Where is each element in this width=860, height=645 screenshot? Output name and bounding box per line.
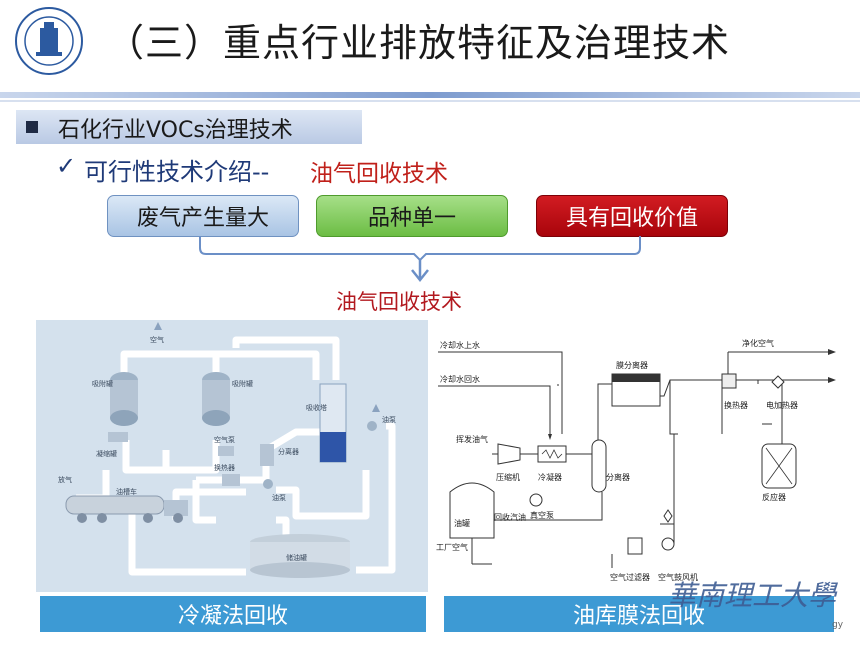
label-factory-air: 工厂空气 — [436, 542, 468, 552]
university-watermark: 華南理工大學 — [668, 579, 837, 612]
label-cool-in: 冷却水上水 — [440, 340, 480, 350]
label-storage: 储油罐 — [286, 553, 307, 562]
section-bar — [16, 110, 362, 144]
membrane-diagram: 冷却水上水 冷却水回水 膜分离器 净化空气 挥发油气 压缩机 冷凝器 分离器 换… — [432, 324, 848, 592]
section-label: 石化行业VOCs治理技术 — [58, 118, 293, 143]
label-heater: 电加热器 — [766, 400, 798, 410]
label-oil-pump: 油泵 — [272, 493, 286, 502]
label-vapor: 挥发油气 — [456, 434, 488, 444]
label-membrane: 膜分离器 — [616, 360, 648, 370]
label-tanker: 油槽车 — [116, 487, 137, 496]
label-release: 放气 — [58, 475, 72, 484]
label-air-pump: 空气泵 — [214, 435, 235, 444]
label-cooler: 冷凝器 — [538, 472, 562, 482]
label-vacuum-pump: 真空泵 — [530, 510, 554, 520]
label-separator-r: 分离器 — [606, 472, 630, 482]
label-heat-exchanger: 换热器 — [724, 400, 748, 410]
subheading-label: 可行性技术介绍-- — [84, 158, 270, 186]
label-adsorber2: 吸附罐 — [232, 379, 253, 388]
membrane-diagram-graphic: 冷却水上水 冷却水回水 膜分离器 净化空气 挥发油气 压缩机 冷凝器 分离器 换… — [436, 338, 836, 582]
checkmark-icon: ✓ — [56, 152, 77, 180]
label-oil: 油泵 — [382, 415, 396, 424]
label-cool-out: 冷却水回水 — [440, 374, 480, 384]
label-tank: 油罐 — [454, 518, 470, 528]
header-divider — [0, 92, 860, 98]
label-clean-air: 净化空气 — [742, 338, 774, 348]
caption-membrane: 油库膜法回收 — [444, 596, 834, 632]
condensation-diagram-graphic: 空气 吸附罐 吸附罐 凝缩罐 空气泵 换热器 分离器 油泵 吸收塔 油泵 油槽车… — [58, 322, 396, 578]
subheading-highlight: 油气回收技术 — [310, 161, 448, 187]
page-title: （三）重点行业排放特征及治理技术 — [106, 21, 731, 65]
condensation-diagram: 空气 吸附罐 吸附罐 凝缩罐 空气泵 换热器 分离器 油泵 吸收塔 油泵 油槽车… — [36, 320, 428, 592]
feature-box-large-volume: 废气产生量大 — [107, 195, 299, 237]
result-label: 油气回收技术 — [336, 290, 462, 314]
watermark-tail: gy — [832, 620, 844, 630]
label-separator: 分离器 — [278, 447, 299, 456]
label-adsorber1: 吸附罐 — [92, 379, 113, 388]
merge-arrow-icon — [199, 236, 641, 283]
label-return-oil: 回收汽油 — [494, 512, 526, 522]
caption-condensation: 冷凝法回收 — [40, 596, 426, 632]
label-blower: 空气鼓风机 — [658, 572, 698, 582]
label-compressor: 压缩机 — [496, 472, 520, 482]
label-reactor: 反应器 — [762, 492, 786, 502]
label-absorber: 吸收塔 — [306, 403, 327, 412]
label-exchanger: 换热器 — [214, 463, 235, 472]
bullet-square-icon — [26, 121, 38, 133]
feature-box-recovery-value: 具有回收价值 — [536, 195, 728, 237]
label-air: 空气 — [150, 335, 164, 344]
university-logo-icon — [15, 7, 83, 75]
label-condenser: 凝缩罐 — [96, 449, 117, 458]
header-divider-thin — [0, 100, 860, 102]
label-air-filter: 空气过滤器 — [610, 572, 650, 582]
feature-box-single-type: 品种单一 — [316, 195, 508, 237]
